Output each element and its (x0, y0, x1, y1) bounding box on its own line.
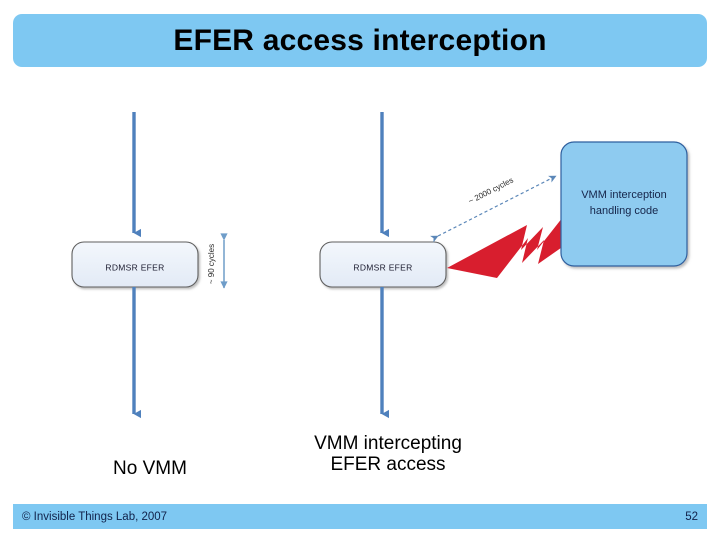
left-rdmsr-box-label: RDMSR EFER (105, 262, 164, 272)
slide-footer: © Invisible Things Lab, 2007 52 (13, 504, 707, 529)
caption-vmm-intercepting-line2: EFER access (330, 454, 446, 476)
right-cycles-label: ~ 2000 cycles (467, 176, 515, 206)
vmm-interception-box-label-line2: handling code (590, 205, 659, 217)
vmm-interception-box (560, 141, 688, 267)
caption-vmm-intercepting: VMM intercepting EFER access (258, 433, 518, 476)
caption-no-vmm-text: No VMM (113, 458, 187, 479)
vmm-interception-box-label-line1: VMM interception (581, 189, 667, 201)
footer-page-number: 52 (685, 510, 698, 523)
footer-copyright: © Invisible Things Lab, 2007 (22, 510, 168, 523)
diagram-canvas: RDMSR EFER ~ 90 cycles RDMSR EFER ~ 2000… (0, 80, 720, 440)
page-title: EFER access interception (173, 23, 547, 57)
right-cycles-measure-line (430, 175, 557, 243)
caption-vmm-intercepting-line1: VMM intercepting (314, 433, 462, 454)
right-rdmsr-box-label: RDMSR EFER (353, 262, 412, 272)
left-flow-group: RDMSR EFER ~ 90 cycles (71, 112, 228, 419)
slide-title-bar: EFER access interception (13, 14, 707, 67)
left-cycles-label: ~ 90 cycles (207, 244, 216, 284)
caption-no-vmm: No VMM (45, 458, 255, 479)
right-flow-group: RDMSR EFER ~ 2000 cycles VMM interceptio… (319, 112, 688, 419)
